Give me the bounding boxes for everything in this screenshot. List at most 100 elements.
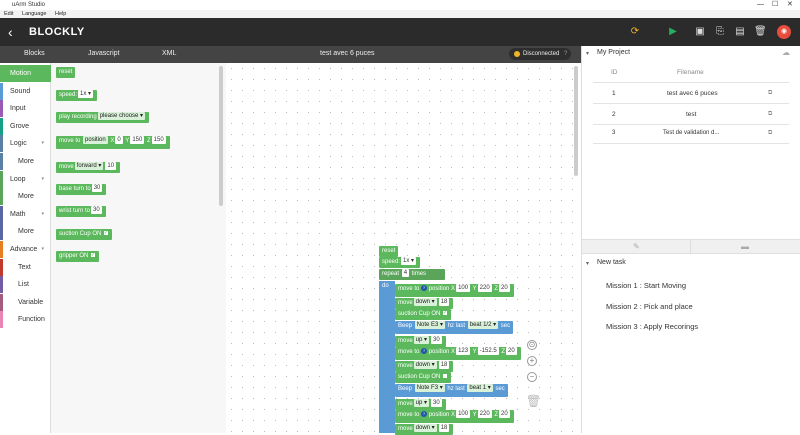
window-titlebar: uArm Studio — ☐ ✕ [0,0,800,10]
device-icon[interactable]: ◉ [777,25,791,39]
chevron-down-icon: ▾ [41,210,44,217]
export-icon[interactable]: ⎘ [716,26,724,37]
mission-3[interactable]: Mission 3 : Apply Recorings [606,322,699,331]
chevron-down-icon: ▾ [41,140,44,147]
block-speed[interactable]: speed:1x ▾ [56,90,98,101]
zoom-out-icon[interactable]: − [527,372,537,382]
category-grove[interactable]: Grove [0,117,51,135]
edit-icon[interactable]: ✎ [633,242,640,251]
category-label: List [18,281,29,289]
category-math[interactable]: Math ▾ [0,205,51,223]
run-icon[interactable]: ▶ [669,26,677,37]
category-label: Advance [10,246,38,253]
category-list-sub[interactable]: List [0,276,51,294]
category-more-sub[interactable]: More [0,153,51,170]
category-advance[interactable]: Advance▾ [0,241,51,258]
refresh-icon[interactable]: ⟳ [630,26,640,37]
back-button[interactable]: ‹ [8,24,13,40]
collapse-task-icon[interactable]: ▾ [586,261,590,267]
minimize-button[interactable]: — [757,1,764,8]
menu-help[interactable]: Help [55,11,67,17]
tab-xml[interactable]: XML [162,50,177,57]
category-color-bar [0,258,3,276]
category-color-bar [0,241,3,258]
category-label: Sound [10,87,31,95]
panel-toolbar: ✎ ▬ [582,239,800,254]
editor-tabs: Blocks Javascript XML test avec 6 puces [0,46,581,63]
mission-2[interactable]: Mission 2 : Pick and place [606,302,693,311]
help-icon[interactable]: ? [564,51,568,57]
program-repeat[interactable]: repeat 4 times [379,269,445,280]
category-label: Variable [18,298,44,306]
maximize-button[interactable]: ☐ [772,1,779,8]
category-logic[interactable]: Logic▾ [0,135,51,153]
category-sound[interactable]: Sound [0,82,51,100]
category-input[interactable]: Input [0,100,51,118]
program-beep-1[interactable]: Beep Note E3 ▾ hz last beat 1/2 ▾ sec [395,321,514,334]
block-reset[interactable]: reset [56,67,76,78]
cloud-icon[interactable]: ☁ [782,48,790,57]
category-label: More [18,193,34,201]
tab-javascript[interactable]: Javascript [88,50,120,57]
zoom-reset-icon[interactable]: ⊙ [527,340,537,350]
category-function-sub[interactable]: Function [0,311,51,329]
tab-blocks[interactable]: Blocks [24,50,45,57]
window-title: uArm Studio [12,2,46,8]
page-title: BLOCKLY [29,26,85,38]
mission-1[interactable]: Mission 1 : Start Moving [606,281,687,290]
delete-icon[interactable]: 🗑 [754,26,767,37]
category-color-bar [0,170,3,188]
block-suction-cup[interactable]: suction Cup ON ✓ [56,229,113,240]
program-suction-1[interactable]: suction Cup ON ✓ [395,309,452,320]
menu-edit[interactable]: Edit [4,11,14,17]
menu-language[interactable]: Language [22,11,47,17]
blockly-workspace[interactable]: reset speed:1x ▾ repeat 4 times do move … [226,63,581,435]
trash-icon[interactable]: 🗑 [526,394,542,408]
collapse-project-icon[interactable]: ▾ [586,51,590,57]
flyout-scrollbar[interactable] [219,66,223,206]
program-suction-2[interactable]: suction Cup ON [395,372,452,383]
connection-label: Disconnected [523,51,560,57]
program-speed[interactable]: speed:1x ▾ [379,257,421,268]
category-more-sub[interactable]: More [0,188,51,206]
category-label: Input [10,105,26,113]
category-text-sub[interactable]: Text [0,258,51,276]
connection-status[interactable]: Disconnected ? [509,48,571,60]
block-gripper[interactable]: gripper ON ✓ [56,251,100,262]
category-more-sub[interactable]: More [0,223,51,241]
new-file-icon[interactable]: ▣ [695,26,705,37]
category-variable-sub[interactable]: Variable [0,293,51,311]
category-color-bar [0,82,3,100]
category-label: Loop [10,175,26,183]
column-filename: Filename [677,69,704,76]
category-loop[interactable]: Loop▾ [0,170,51,188]
new-task-label[interactable]: New task [597,259,626,266]
category-label: Math [10,210,26,218]
folder-icon[interactable]: ▬ [741,242,749,251]
workspace-scrollbar[interactable] [574,66,578,176]
save-icon[interactable]: ▤ [735,26,745,37]
program-reset[interactable]: reset [379,246,399,257]
category-color-bar [0,293,3,311]
category-color-bar [0,65,3,82]
zoom-in-icon[interactable]: + [527,356,537,366]
category-motion[interactable]: Motion [0,65,51,82]
category-color-bar [0,100,3,118]
close-window-button[interactable]: ✕ [787,1,793,8]
category-color-bar [0,276,3,294]
program-beep-2[interactable]: Beep Note F3 ▾ hz last beat 1 ▾ sec [395,384,508,397]
